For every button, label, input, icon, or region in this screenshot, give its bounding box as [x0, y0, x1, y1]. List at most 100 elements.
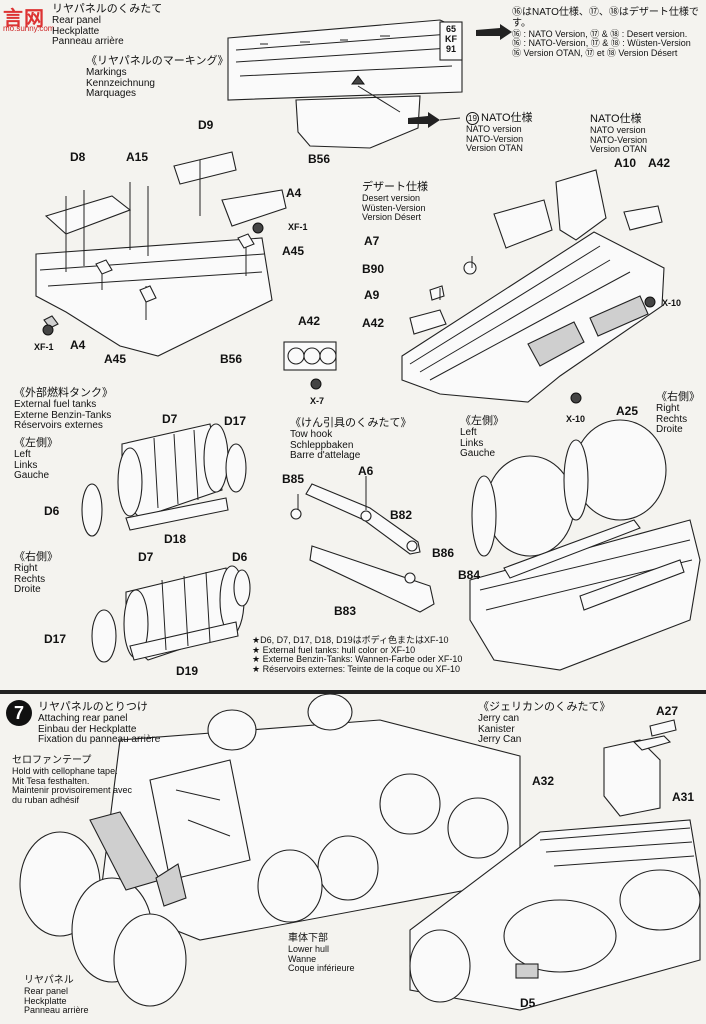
step7-heading: リヤパネルのとりつけ Attaching rear panel Einbau d… [38, 701, 161, 746]
right2-de: Rechts [656, 413, 688, 425]
rear-panel2-en: Rear panel [24, 985, 69, 996]
marking-decal-drawing [283, 341, 337, 390]
nato-right-en: NATO version [590, 124, 646, 135]
markings-heading: 《リヤパネルのマーキング》 Markings Kennzeichnung Mar… [86, 55, 229, 100]
step7-fr: Fixation du panneau arrière [38, 734, 161, 746]
section-divider [0, 690, 706, 694]
jerry-de: Kanister [478, 723, 515, 735]
rear-panel-heading: リヤパネルのくみたて Rear panel Heckplatte Panneau… [52, 3, 162, 48]
left2-en: Left [460, 426, 477, 438]
rear-panel2-fr: Panneau arrière [24, 1005, 89, 1016]
nato-right-ja: NATO仕様 [590, 113, 642, 125]
tape-en: Hold with cellophane tape. [12, 765, 118, 776]
lower-hull-fr: Coque inférieure [288, 963, 355, 974]
right-side-heading: 《右側》 Right Rechts Droite [14, 551, 58, 596]
right2-fr: Droite [656, 424, 683, 436]
desert-version: デザート仕様 Desert version Wüsten-Version Ver… [362, 181, 428, 223]
lower-hull-note: 車体下部 Lower hull Wanne Coque inférieure [288, 933, 355, 974]
left-side-heading-2: 《左側》 Left Links Gauche [460, 415, 504, 460]
part-label: A45 [104, 352, 127, 366]
part-label: A32 [532, 774, 555, 788]
tape-de: Mit Tesa festhalten. [12, 775, 90, 786]
license-plate: 65 KF 91 [441, 24, 461, 54]
right1-fr: Droite [14, 584, 41, 596]
part-label: A15 [126, 150, 149, 164]
part-label: A4 [70, 338, 86, 352]
nato19-de: NATO-Version [466, 133, 524, 144]
tow-de: Schleppbaken [290, 439, 354, 451]
right2-ja: 《右側》 [656, 391, 700, 403]
rear-panel2-ja: リヤパネル [24, 975, 74, 986]
part-label: A25 [616, 404, 639, 418]
left1-ja: 《左側》 [14, 437, 58, 449]
paint-note-ja: ★D6, D7, D17, D18, D19はボディ色またはXF-10 [252, 635, 449, 645]
rear-panel-assembly-right [401, 169, 665, 404]
left1-de: Links [14, 459, 38, 471]
left1-en: Left [14, 448, 31, 460]
plate-line-2: KF [445, 34, 457, 44]
rear-panel-assembly-left [35, 151, 287, 357]
part-label: B83 [334, 604, 357, 618]
left-side-heading: 《左側》 Left Links Gauche [14, 437, 58, 482]
lower-hull-en: Lower hull [288, 943, 330, 954]
right-side-heading-2: 《右側》 Right Rechts Droite [656, 391, 700, 436]
paint-label: X-10 [662, 298, 682, 308]
fuel-tank-right-drawing [91, 565, 251, 663]
fuel-tank-left-drawing [81, 423, 247, 537]
tow-en: Tow hook [290, 428, 333, 440]
tow-ja: 《けん引具のくみたて》 [290, 417, 412, 429]
part-label: A42 [362, 316, 385, 330]
marker-19: 19 [466, 112, 479, 125]
paint-note-en: ★ External fuel tanks: hull color or XF-… [252, 644, 416, 655]
lower-hull-de: Wanne [288, 953, 317, 964]
tow-hook-heading: 《けん引具のくみたて》 Tow hook Schleppbaken Barre … [290, 417, 412, 462]
part-label: D7 [138, 550, 154, 564]
plate-line-3: 91 [445, 44, 456, 54]
part-label: D17 [224, 414, 247, 428]
fuel-de: Externe Benzin-Tanks [14, 409, 112, 421]
logo-text: 言网 [3, 6, 45, 30]
part-label: A42 [648, 156, 671, 170]
nato-right-fr: Version OTAN [590, 144, 647, 155]
part-label: A7 [364, 234, 380, 248]
desert-en: Desert version [362, 192, 421, 203]
part-label: D6 [232, 550, 248, 564]
markings-de: Kennzeichnung [86, 77, 155, 89]
tape-fr1: Maintenir provisoirement avec [12, 785, 133, 796]
version-note-de: ⑯ : NATO-Version, ⑰ & ⑱ : Wüsten-Version [512, 38, 691, 49]
part-label: A10 [614, 156, 637, 170]
part-label: A9 [364, 288, 380, 302]
part-label: A4 [286, 186, 302, 200]
nato19-ja: NATO仕様 [481, 112, 533, 124]
part-label: A45 [282, 244, 305, 258]
rear-panel-top-drawing [227, 19, 512, 149]
tow-hook-drawing [290, 476, 435, 613]
markings-en: Markings [86, 66, 127, 78]
fuel-tank-assembly-right [469, 419, 701, 671]
version-note-fr: ⑯ Version OTAN, ⑰ et ⑱ Version Désert [512, 48, 678, 59]
nato19-fr: Version OTAN [466, 143, 523, 154]
nato-version-right: NATO仕様 NATO version NATO-Version Version… [590, 113, 647, 155]
left2-ja: 《左側》 [460, 415, 504, 427]
part-label: A27 [656, 704, 679, 718]
jerry-can-heading: 《ジェリカンのくみたて》 Jerry can Kanister Jerry Ca… [478, 701, 610, 746]
part-label: B82 [390, 508, 413, 522]
tape-fr2: du ruban adhésif [12, 794, 80, 805]
part-label: A31 [672, 790, 695, 804]
part-label: B56 [308, 152, 331, 166]
watermark-logo: 言网 mo.sunny.com [0, 0, 70, 34]
paint-label: XF-1 [34, 342, 54, 352]
part-label: B56 [220, 352, 243, 366]
right1-en: Right [14, 562, 38, 574]
version-note-ja: ⑯はNATO仕様、⑰、⑱はデザート仕様です。 [512, 7, 699, 29]
version-note: ⑯はNATO仕様、⑰、⑱はデザート仕様です。 ⑯ : NATO Version,… [512, 7, 702, 59]
left2-de: Links [460, 437, 484, 449]
part-label: D6 [44, 504, 60, 518]
heading-en: Rear panel [52, 14, 101, 26]
step7-ja: リヤパネルのとりつけ [38, 701, 148, 713]
step7-de: Einbau der Heckplatte [38, 723, 137, 735]
left1-fr: Gauche [14, 470, 50, 482]
markings-ja: 《リヤパネルのマーキング》 [86, 55, 229, 67]
